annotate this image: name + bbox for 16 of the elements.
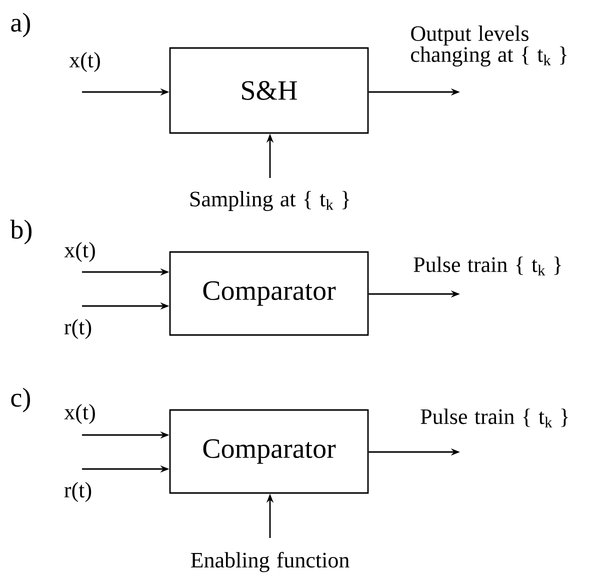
block-box: S&H — [169, 47, 369, 134]
signal-label: Enabling function — [190, 552, 350, 572]
signal-label: r(t) — [64, 319, 92, 339]
signal-label: Pulse train { t$_{k}$ } — [414, 256, 561, 276]
panel-label: b) — [10, 220, 32, 244]
signal-label: Sampling at { t$_{k}$ } — [190, 191, 350, 212]
signal-label: Pulse train { t$_{k}$ } — [420, 408, 568, 428]
block-box: Comparator — [169, 251, 369, 336]
panel-label: c) — [11, 388, 30, 412]
panel-label: a) — [11, 12, 30, 38]
block-box: Comparator — [169, 409, 369, 494]
signal-label: x(t) — [69, 52, 100, 72]
signal-label: x(t) — [64, 242, 95, 262]
signal-label: r(t) — [64, 482, 92, 502]
signal-label: Output levels changing at { t$_{k}$ } — [411, 26, 567, 66]
signal-label: x(t) — [64, 404, 95, 424]
